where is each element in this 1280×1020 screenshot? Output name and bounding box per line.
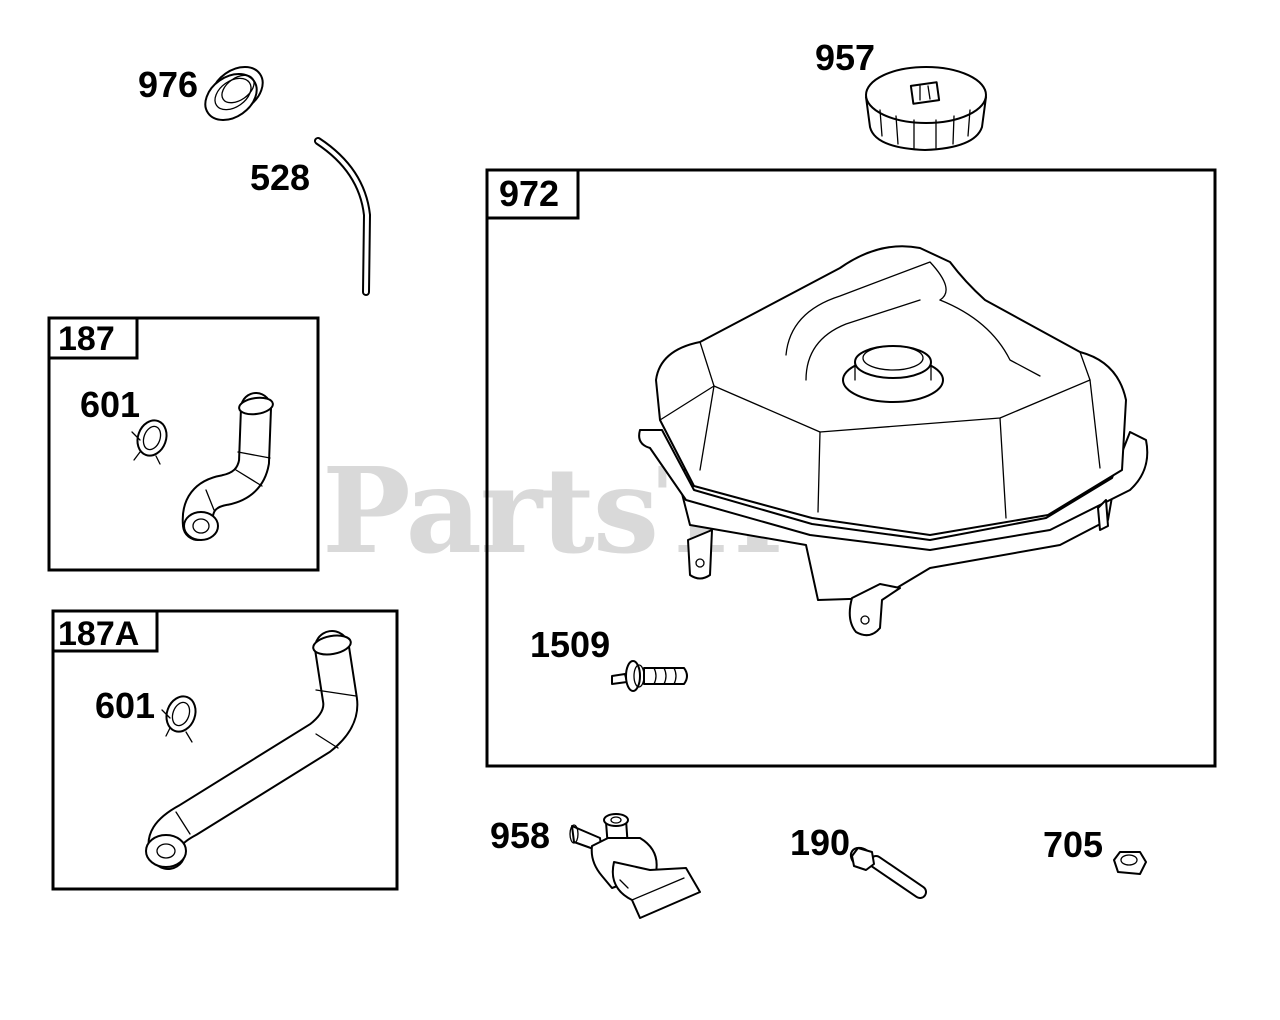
- fuel-cap-drawing[interactable]: [865, 66, 987, 151]
- fitting-label[interactable]: 1509: [530, 624, 610, 665]
- nut-drawing[interactable]: [1113, 851, 1147, 875]
- grommet-drawing[interactable]: [197, 58, 272, 130]
- clamp-187a-drawing[interactable]: [161, 692, 201, 743]
- hose-kit-187-label[interactable]: 187: [58, 320, 115, 358]
- screw-label[interactable]: 190: [790, 822, 850, 863]
- fuel-tank-drawing[interactable]: [638, 245, 1149, 637]
- fuel-tank-kit-box: [485, 168, 1217, 768]
- clamp-187a-label[interactable]: 601: [95, 685, 155, 726]
- nut-label[interactable]: 705: [1043, 824, 1103, 865]
- hose-187a-drawing[interactable]: [145, 630, 359, 870]
- shutoff-valve-label[interactable]: 958: [490, 815, 550, 856]
- hose-187-drawing[interactable]: [181, 392, 274, 541]
- vent-tube-drawing[interactable]: [314, 137, 372, 296]
- fitting-drawing[interactable]: [611, 660, 688, 692]
- hose-kit-187a-box: [51, 609, 399, 891]
- grommet-label[interactable]: 976: [138, 64, 198, 105]
- fuel-cap-label[interactable]: 957: [815, 37, 875, 78]
- shutoff-valve-drawing[interactable]: [569, 813, 701, 919]
- hose-kit-187-box: [47, 316, 320, 572]
- clamp-187-drawing[interactable]: [131, 416, 171, 465]
- vent-tube-label[interactable]: 528: [250, 157, 310, 198]
- clamp-187-label[interactable]: 601: [80, 384, 140, 425]
- hose-kit-187a-label[interactable]: 187A: [58, 615, 139, 653]
- screw-drawing[interactable]: [847, 844, 927, 899]
- fuel-tank-kit-label[interactable]: 972: [499, 173, 559, 214]
